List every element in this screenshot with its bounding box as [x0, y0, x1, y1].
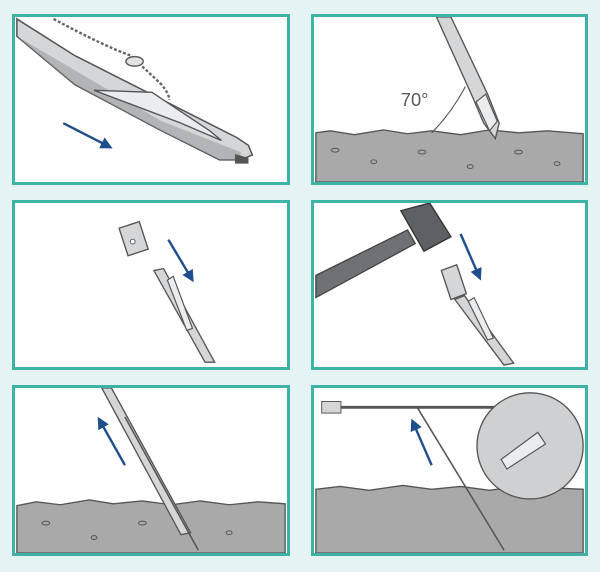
ground-pebbles [41, 520, 233, 540]
direction-arrow [167, 239, 194, 283]
tensioner [321, 401, 342, 414]
cable-loop [125, 55, 144, 67]
cable [124, 416, 199, 551]
drive-rod [101, 388, 192, 536]
step-1-illustration [16, 17, 254, 164]
hammer-head [399, 203, 452, 253]
direction-arrow [97, 416, 126, 466]
step-2-panel: 70° [311, 14, 588, 185]
direction-arrow [410, 418, 433, 466]
drive-cap [440, 263, 468, 301]
anchor [475, 93, 498, 132]
angle-arc [431, 86, 466, 134]
direction-arrow [459, 233, 482, 281]
anchor [166, 275, 194, 332]
step-2-illustration: 70° [315, 17, 584, 182]
step-4-panel [311, 200, 588, 370]
step-3-illustration [118, 220, 216, 363]
ground-section [315, 484, 584, 553]
step-4-illustration [315, 203, 515, 366]
anchor [500, 431, 547, 470]
anchor [93, 89, 222, 142]
step-6-panel [311, 385, 588, 556]
anchor [467, 296, 495, 341]
cable [416, 406, 505, 551]
step-3-panel [12, 200, 290, 370]
direction-arrow [62, 122, 113, 149]
step-5-panel [12, 385, 290, 556]
step-6-illustration [315, 392, 584, 553]
cap-hole [129, 238, 136, 245]
drive-cap [118, 220, 150, 257]
angle-label: 70° [401, 89, 429, 110]
ground-section [315, 129, 584, 182]
step-5-illustration [16, 388, 286, 553]
step-1-panel [12, 14, 290, 185]
hammer-handle [315, 229, 417, 299]
rod-tip [234, 154, 249, 164]
rod-shading [16, 36, 241, 160]
cable [52, 17, 171, 101]
ground-section [16, 499, 286, 553]
ground-pebbles [330, 147, 561, 169]
